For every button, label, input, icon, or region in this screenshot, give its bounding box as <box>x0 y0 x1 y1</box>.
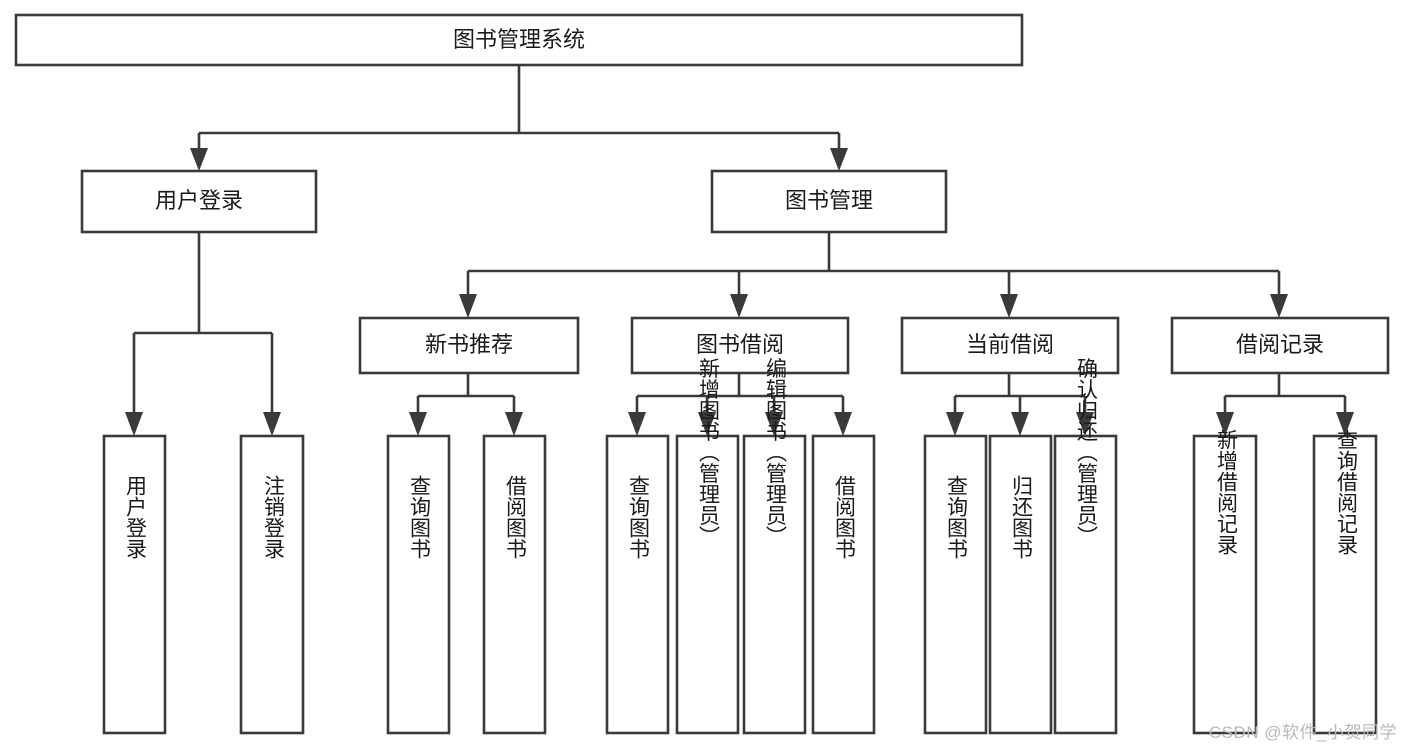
node-leaf-query-book-3[interactable]: 查询图书 <box>923 434 988 735</box>
node-leaf-user-login-label: 用户登录 <box>123 475 147 559</box>
node-leaf-user-logout-label: 注销登录 <box>261 475 285 559</box>
connector-root-to-level2 <box>190 65 848 171</box>
node-leaf-user-logout[interactable]: 注销登录 <box>239 434 305 735</box>
node-user-login[interactable]: 用户登录 <box>80 169 318 234</box>
node-book-management[interactable]: 图书管理 <box>710 169 948 234</box>
node-current-borrow-label: 当前借阅 <box>966 332 1054 357</box>
connector-borrow-record-to-leaves <box>1216 373 1354 436</box>
node-leaf-add-record[interactable]: 新增借阅记录 <box>1192 429 1258 735</box>
connector-user-login-to-leaves <box>125 232 281 436</box>
node-leaf-query-book-2-label: 查询图书 <box>626 475 650 559</box>
csdn-watermark: CSDN @软件_小贺同学 <box>1208 723 1397 742</box>
node-leaf-borrow-book-1[interactable]: 借阅图书 <box>482 434 547 735</box>
node-leaf-query-record[interactable]: 查询借阅记录 <box>1312 429 1378 735</box>
connector-current-borrow-to-leaves <box>946 373 1094 436</box>
node-leaf-return-book-label: 归还图书 <box>1009 475 1033 559</box>
node-book-borrow-label: 图书借阅 <box>696 332 784 357</box>
node-leaf-add-record-label: 新增借阅记录 <box>1214 429 1238 555</box>
node-leaf-query-book-1-label: 查询图书 <box>407 475 431 559</box>
node-leaf-borrow-book-1-label: 借阅图书 <box>503 475 527 559</box>
node-user-login-label: 用户登录 <box>155 188 243 213</box>
connector-book-management-to-level3 <box>459 232 1288 318</box>
node-current-borrow[interactable]: 当前借阅 <box>900 316 1120 375</box>
node-leaf-user-login[interactable]: 用户登录 <box>102 434 167 735</box>
node-leaf-query-book-2[interactable]: 查询图书 <box>605 434 670 735</box>
node-root-label: 图书管理系统 <box>453 27 585 52</box>
node-leaf-borrow-book-2[interactable]: 借阅图书 <box>811 434 876 735</box>
node-new-book-recommend[interactable]: 新书推荐 <box>358 316 580 375</box>
node-leaf-add-book-label: 新增图书（管理员） <box>696 358 720 547</box>
node-new-book-recommend-label: 新书推荐 <box>425 332 513 357</box>
node-leaf-return-book[interactable]: 归还图书 <box>988 434 1053 735</box>
node-leaf-edit-book-label: 编辑图书（管理员） <box>763 358 787 547</box>
node-leaf-query-record-label: 查询借阅记录 <box>1334 429 1358 555</box>
node-book-borrow[interactable]: 图书借阅 <box>630 316 850 375</box>
connector-book-borrow-to-leaves <box>628 373 852 436</box>
node-borrow-record[interactable]: 借阅记录 <box>1170 316 1390 375</box>
node-leaf-edit-book[interactable]: 编辑图书（管理员） <box>742 358 807 735</box>
node-leaf-query-book-1[interactable]: 查询图书 <box>386 434 451 735</box>
node-leaf-confirm-return-label: 确认归还（管理员） <box>1074 358 1098 547</box>
node-leaf-query-book-3-label: 查询图书 <box>944 475 968 559</box>
node-borrow-record-label: 借阅记录 <box>1236 332 1324 357</box>
node-root[interactable]: 图书管理系统 <box>14 13 1024 67</box>
node-leaf-borrow-book-2-label: 借阅图书 <box>832 475 856 559</box>
node-book-management-label: 图书管理 <box>785 188 873 213</box>
node-leaf-confirm-return[interactable]: 确认归还（管理员） <box>1053 358 1118 735</box>
node-leaf-add-book[interactable]: 新增图书（管理员） <box>675 358 740 735</box>
connector-new-book-recommend-to-leaves <box>409 373 523 436</box>
